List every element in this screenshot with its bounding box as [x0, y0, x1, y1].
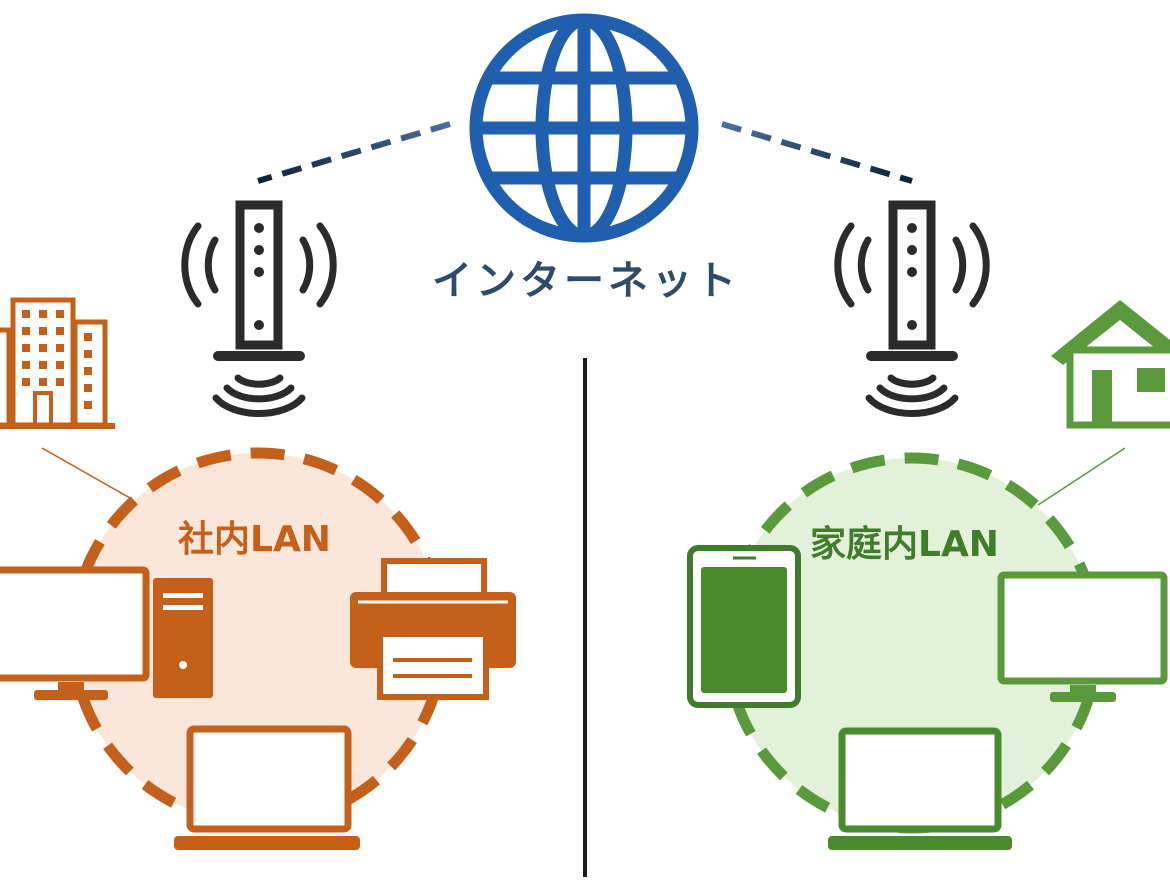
home-tablet-icon	[687, 545, 801, 708]
home-desktop-monitor-icon	[997, 571, 1168, 702]
home-lan-label: 家庭内LAN	[810, 524, 999, 565]
office-lan-label: 社内LAN	[178, 519, 331, 560]
office-laptop-icon	[174, 725, 360, 850]
house-icon	[1051, 300, 1170, 429]
office-printer-icon	[350, 558, 516, 700]
connection-line-left	[257, 121, 451, 184]
office-building-icon	[0, 297, 115, 429]
office-pointer-line	[41, 447, 131, 499]
home-laptop-icon	[828, 727, 1012, 850]
office-desktop-monitor-icon	[0, 566, 150, 700]
home-pointer-line	[1037, 447, 1126, 506]
router-icon-home	[834, 200, 990, 418]
office-pc-tower-icon	[153, 578, 213, 698]
internet-label: インターネット	[432, 258, 740, 304]
router-icon-office	[181, 200, 337, 418]
connection-line-right	[721, 121, 913, 184]
globe-icon	[469, 13, 699, 243]
